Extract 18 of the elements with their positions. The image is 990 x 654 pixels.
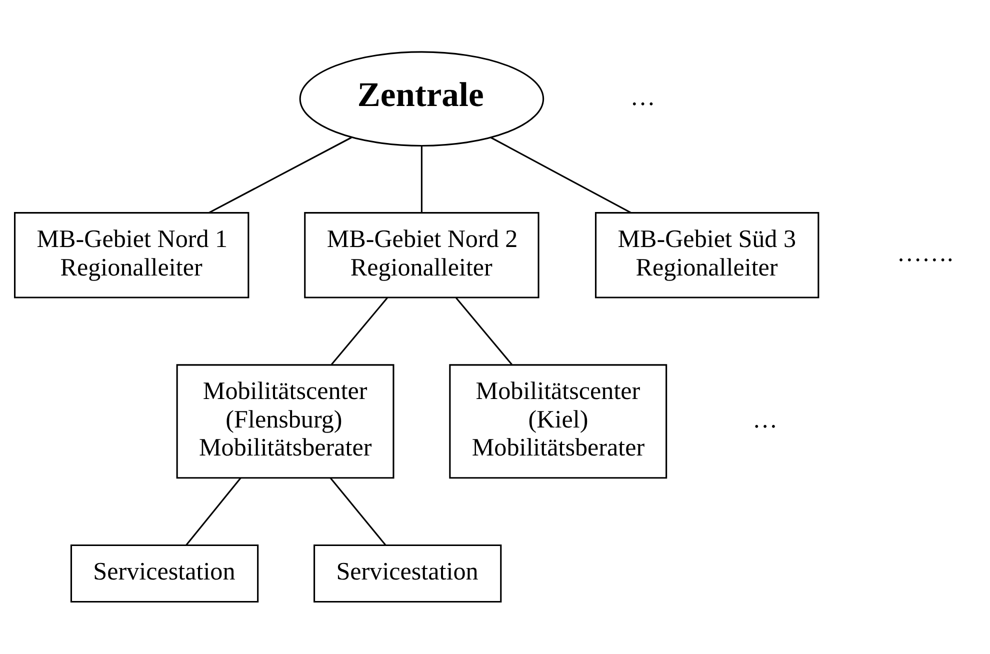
connector <box>186 478 242 546</box>
label: … <box>630 84 656 111</box>
label: ……. <box>896 240 954 268</box>
connector <box>330 478 386 546</box>
node-box: Mobilitätscenter (Kiel) Mobilitätsberater <box>449 364 668 479</box>
label: … <box>752 406 778 434</box>
connector <box>420 146 422 212</box>
connector <box>330 297 388 366</box>
node-box: MB-Gebiet Nord 2 Regionalleiter <box>304 212 540 298</box>
node-box: MB-Gebiet Nord 1 Regionalleiter <box>14 212 250 298</box>
connector <box>208 136 352 214</box>
node-box: MB-Gebiet Süd 3 Regionalleiter <box>594 212 820 298</box>
connector <box>456 297 512 366</box>
connector <box>490 136 632 214</box>
node-ellipse: Zentrale <box>299 51 544 147</box>
node-box: Servicestation <box>70 544 259 603</box>
node-box: Servicestation <box>314 544 502 603</box>
node-box: Mobilitätscenter (Flensburg) Mobilitätsberater <box>176 364 394 479</box>
